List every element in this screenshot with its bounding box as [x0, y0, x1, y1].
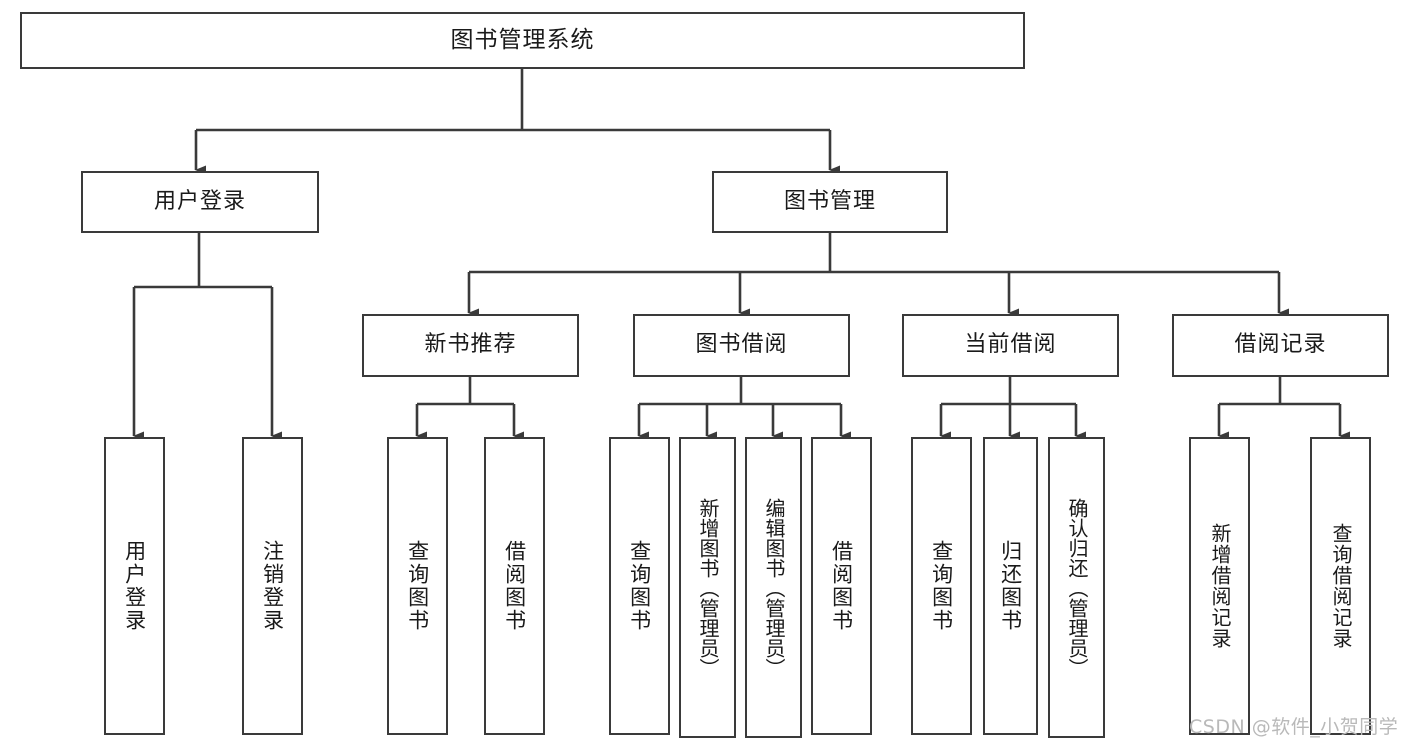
node-label: 图书管理系统 — [450, 26, 595, 53]
node-label: 新增图书（管理员） — [696, 497, 720, 678]
leaf-query-borrow-record[interactable]: 查询借阅记录 — [1310, 437, 1371, 735]
node-book-borrow[interactable]: 图书借阅 — [633, 314, 850, 377]
node-borrow-record[interactable]: 借阅记录 — [1172, 314, 1389, 377]
leaf-query-book-newbook[interactable]: 查询图书 — [387, 437, 448, 735]
node-user-login[interactable]: 用户登录 — [81, 171, 319, 233]
node-label: 图书管理 — [783, 188, 876, 214]
leaf-add-borrow-record[interactable]: 新增借阅记录 — [1189, 437, 1250, 735]
node-root-system[interactable]: 图书管理系统 — [20, 12, 1025, 69]
node-label: 编辑图书（管理员） — [762, 497, 786, 678]
leaf-confirm-return-admin[interactable]: 确认归还（管理员） — [1048, 437, 1105, 738]
node-label: 借阅记录 — [1234, 332, 1327, 358]
node-label: 查询借阅记录 — [1329, 523, 1353, 649]
node-label: 归还图书 — [998, 540, 1023, 632]
leaf-user-logout[interactable]: 注销登录 — [242, 437, 303, 735]
node-label: 新书推荐 — [424, 332, 517, 358]
node-label: 借阅图书 — [829, 540, 854, 632]
csdn-watermark: CSDN @软件_小贺同学 — [1189, 712, 1398, 739]
node-label: 查询图书 — [627, 540, 652, 632]
leaf-edit-book-admin[interactable]: 编辑图书（管理员） — [745, 437, 802, 738]
node-label: 用户登录 — [153, 188, 246, 214]
node-new-book-recommend[interactable]: 新书推荐 — [362, 314, 579, 377]
node-label: 当前借阅 — [964, 332, 1057, 358]
watermark-text: CSDN @软件_小贺同学 — [1189, 716, 1399, 738]
leaf-user-login[interactable]: 用户登录 — [104, 437, 165, 735]
node-book-management[interactable]: 图书管理 — [712, 171, 948, 233]
node-label: 新增借阅记录 — [1208, 523, 1232, 649]
node-label: 注销登录 — [260, 540, 285, 632]
leaf-return-book[interactable]: 归还图书 — [983, 437, 1038, 735]
leaf-query-book-borrow[interactable]: 查询图书 — [609, 437, 670, 735]
leaf-lend-book[interactable]: 借阅图书 — [811, 437, 872, 735]
node-label: 用户登录 — [122, 540, 147, 632]
node-label: 查询图书 — [929, 540, 954, 632]
node-current-borrow[interactable]: 当前借阅 — [902, 314, 1119, 377]
node-label: 确认归还（管理员） — [1065, 497, 1089, 678]
node-label: 查询图书 — [405, 540, 430, 632]
leaf-borrow-book-newbook[interactable]: 借阅图书 — [484, 437, 545, 735]
node-label: 借阅图书 — [502, 540, 527, 632]
leaf-add-book-admin[interactable]: 新增图书（管理员） — [679, 437, 736, 738]
leaf-query-book-current[interactable]: 查询图书 — [911, 437, 972, 735]
node-label: 图书借阅 — [695, 332, 788, 358]
